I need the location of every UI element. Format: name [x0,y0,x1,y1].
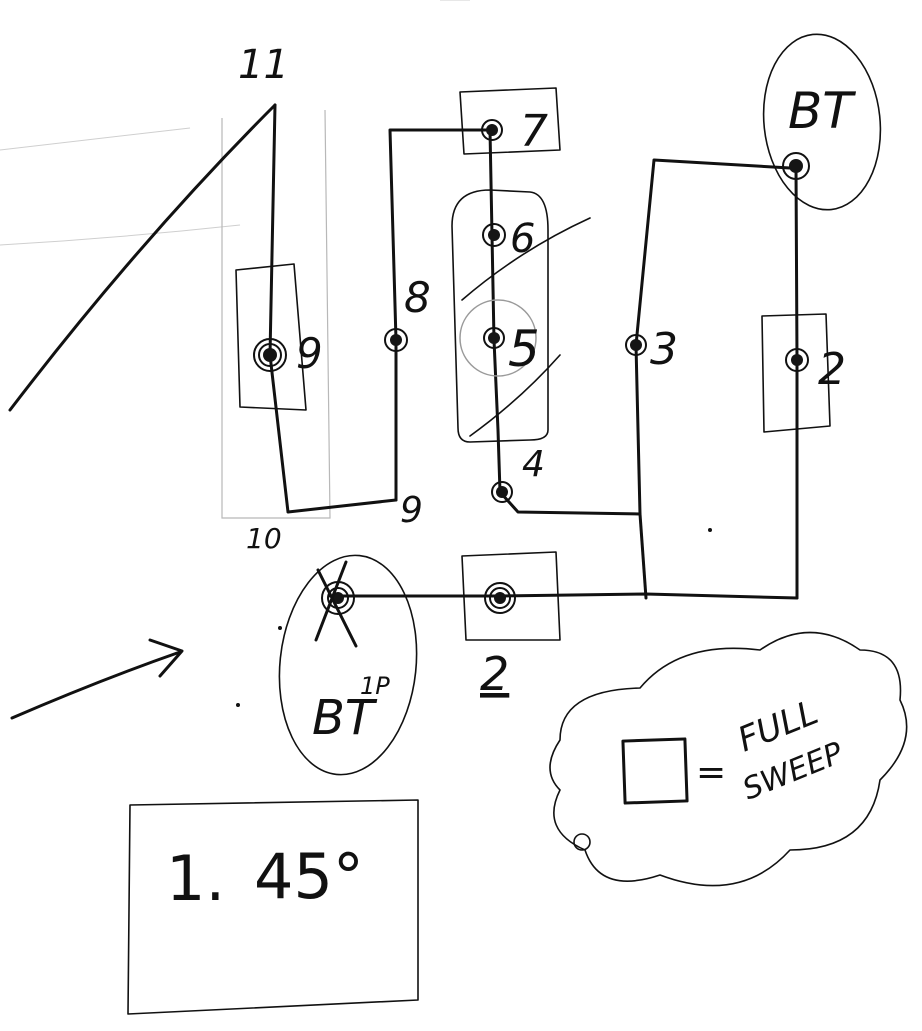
legend-cloud [549,631,908,887]
label-bt-bottom-sup: 1P [360,672,390,700]
label-node-5: 5 [508,320,540,378]
cross-mark [314,560,358,648]
stray-dot-3 [278,626,282,630]
bt-bottom-circle [278,554,418,776]
sweep-box-2-right [761,313,831,433]
wire-junction-down [638,512,648,600]
label-11: 11 [238,42,289,88]
wire-right-vertical [794,166,799,600]
legend-equals: = [696,752,726,793]
label-node-9-bottom: 9 [400,490,423,531]
node-bt-top-dot [782,152,810,180]
node-2-right-dot [785,348,809,372]
node-2-bottom-dot [484,582,516,614]
node-8-dot [384,328,408,352]
label-bt-top: BT [788,82,856,140]
node-6-dot [482,223,506,247]
node-5-dot [483,327,505,349]
angle-box [127,799,419,1015]
faint-highlight-column [221,109,331,519]
label-node-7: 7 [520,106,548,157]
label-node-9: 9 [296,329,323,378]
angle-index: 1. [166,842,225,915]
legend-cloud-tail [573,833,591,851]
wire-bottom-left-segment [286,498,398,514]
arrow-line [10,650,182,720]
wire-left-vertical [268,103,290,514]
faint-stroke-left-mid [0,224,241,246]
node-7-dot [481,119,503,141]
wire-4-to-junction [498,490,642,516]
diagonal-stroke [8,103,277,412]
circle-around-5 [459,299,537,377]
label-node-6: 6 [510,216,535,262]
scratch-mark-5b [469,354,561,437]
label-node-2-bottom: 2 [480,647,509,701]
label-node-10: 10 [246,522,282,555]
label-bt-bottom: BT [312,690,378,746]
arrow-head [148,638,184,678]
wire-bottom-bus [328,592,799,600]
sweep-box-2-bottom [461,551,561,641]
node-3-dot [625,334,647,356]
angle-value: 45° [254,840,364,913]
node-9-dot [253,338,287,372]
sweep-box-5 [451,189,549,443]
scratch-mark-5a [461,217,591,301]
faint-stroke-left-top [0,127,191,151]
stray-dot-2 [236,703,240,707]
sweep-box-7 [459,87,561,155]
wire-3-vertical [634,158,792,516]
wire-7-to-4 [488,128,502,494]
label-node-3: 3 [650,324,678,375]
label-node-8: 8 [404,273,431,322]
bt-top-circle [762,33,882,211]
wire-8-vertical [388,128,492,502]
stray-dot-1 [708,528,712,532]
label-node-2-right: 2 [818,344,846,395]
sweep-box-9 [235,263,307,411]
legend-square-symbol [621,737,689,805]
label-node-4: 4 [522,444,545,485]
node-4-dot [491,481,513,503]
